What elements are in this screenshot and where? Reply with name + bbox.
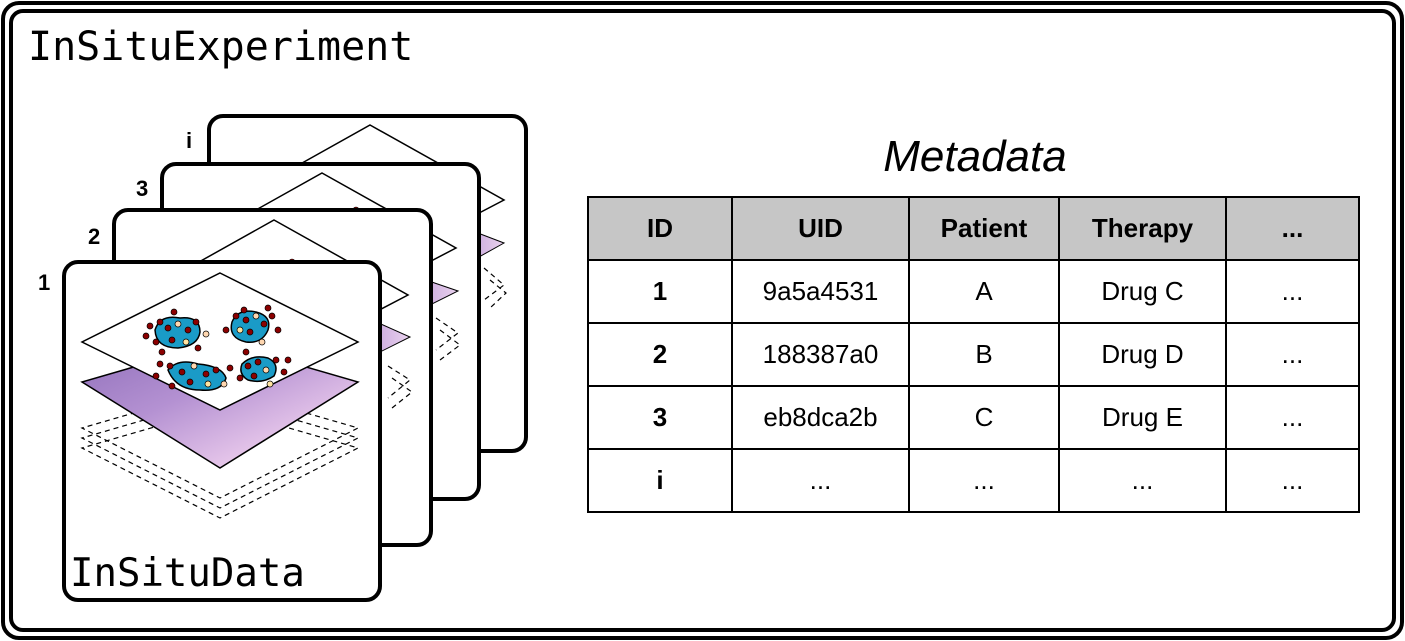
experiment-frame-inner xyxy=(9,9,1396,632)
data-label: InSituData xyxy=(70,551,305,596)
cell-patient: A xyxy=(908,259,1060,324)
cell-uid: 188387a0 xyxy=(731,322,910,387)
cell-dots xyxy=(142,304,292,390)
cell-patient: ... xyxy=(908,448,1060,513)
cell-uid: ... xyxy=(731,448,910,513)
stack-label-2: 2 xyxy=(88,224,100,249)
cell-id: 2 xyxy=(587,322,733,387)
table-header-row: ID UID Patient Therapy ... xyxy=(587,196,1360,261)
table-row: i ... ... ... ... xyxy=(587,448,1360,513)
cell-patient: B xyxy=(908,322,1060,387)
column-header-uid: UID xyxy=(731,196,910,261)
cell-more: ... xyxy=(1225,448,1360,513)
cell-more: ... xyxy=(1225,385,1360,450)
cell-therapy: Drug D xyxy=(1058,322,1227,387)
cell-id: 1 xyxy=(587,259,733,324)
cell-more: ... xyxy=(1225,259,1360,324)
stack-label-1: 1 xyxy=(38,270,50,295)
metadata-table: ID UID Patient Therapy ... 1 9a5a4531 A … xyxy=(587,196,1360,513)
cell-therapy: ... xyxy=(1058,448,1227,513)
column-header-patient: Patient xyxy=(908,196,1060,261)
dashed-layer xyxy=(80,387,360,499)
column-header-therapy: Therapy xyxy=(1058,196,1227,261)
cell-uid: eb8dca2b xyxy=(731,385,910,450)
cell-cluster xyxy=(240,356,277,383)
data-card-1 xyxy=(62,260,382,602)
stack-label-i: i xyxy=(186,128,192,153)
cell-layer xyxy=(80,272,360,411)
column-header-id: ID xyxy=(587,196,733,261)
table-row: 1 9a5a4531 A Drug C ... xyxy=(587,259,1360,324)
cell-id: 3 xyxy=(587,385,733,450)
cell-therapy: Drug E xyxy=(1058,385,1227,450)
table-row: 2 188387a0 B Drug D ... xyxy=(587,322,1360,387)
cell-uid: 9a5a4531 xyxy=(731,259,910,324)
table-row: 3 eb8dca2b C Drug E ... xyxy=(587,385,1360,450)
cell-more: ... xyxy=(1225,322,1360,387)
cell-id: i xyxy=(587,448,733,513)
cell-therapy: Drug C xyxy=(1058,259,1227,324)
cell-patient: C xyxy=(908,385,1060,450)
column-header-more: ... xyxy=(1225,196,1360,261)
experiment-label: InSituExperiment xyxy=(28,24,413,70)
dashed-layer xyxy=(80,397,360,509)
dashed-layer xyxy=(80,407,360,519)
metadata-title: Metadata xyxy=(883,132,1067,181)
stack-label-3: 3 xyxy=(136,176,148,201)
